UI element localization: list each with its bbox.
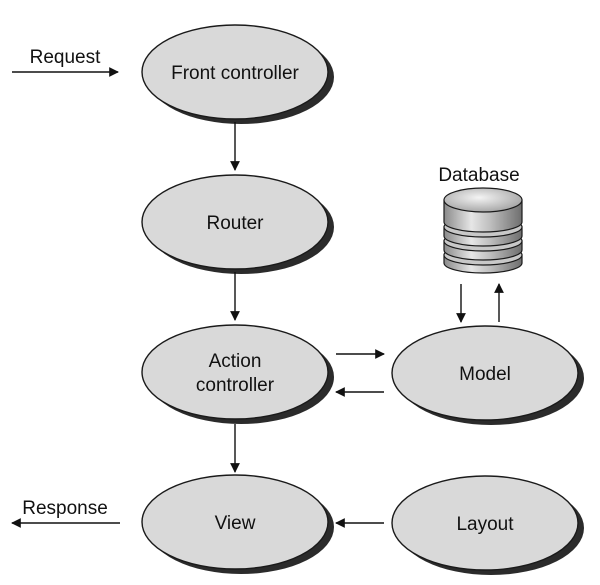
model-node: Model: [391, 325, 584, 425]
router-label: Router: [206, 213, 264, 234]
view-label: View: [215, 513, 256, 534]
request-edge: Request: [12, 47, 119, 77]
front-controller-label: Front controller: [171, 63, 299, 84]
layout-node: Layout: [391, 475, 584, 575]
database-label: Database: [438, 165, 519, 186]
front-controller-node: Front controller: [141, 24, 334, 124]
action-controller-label-line1: Action: [209, 351, 262, 372]
action-controller-node: Action controller: [141, 324, 334, 424]
request-label: Request: [30, 47, 101, 68]
response-edge: Response: [11, 498, 120, 528]
action-controller-label-line2: controller: [196, 375, 275, 396]
router-node: Router: [141, 174, 334, 274]
view-node: View: [141, 474, 334, 574]
layout-label: Layout: [456, 514, 514, 535]
response-label: Response: [22, 498, 108, 519]
model-label: Model: [459, 364, 511, 385]
database-icon: [443, 187, 523, 274]
